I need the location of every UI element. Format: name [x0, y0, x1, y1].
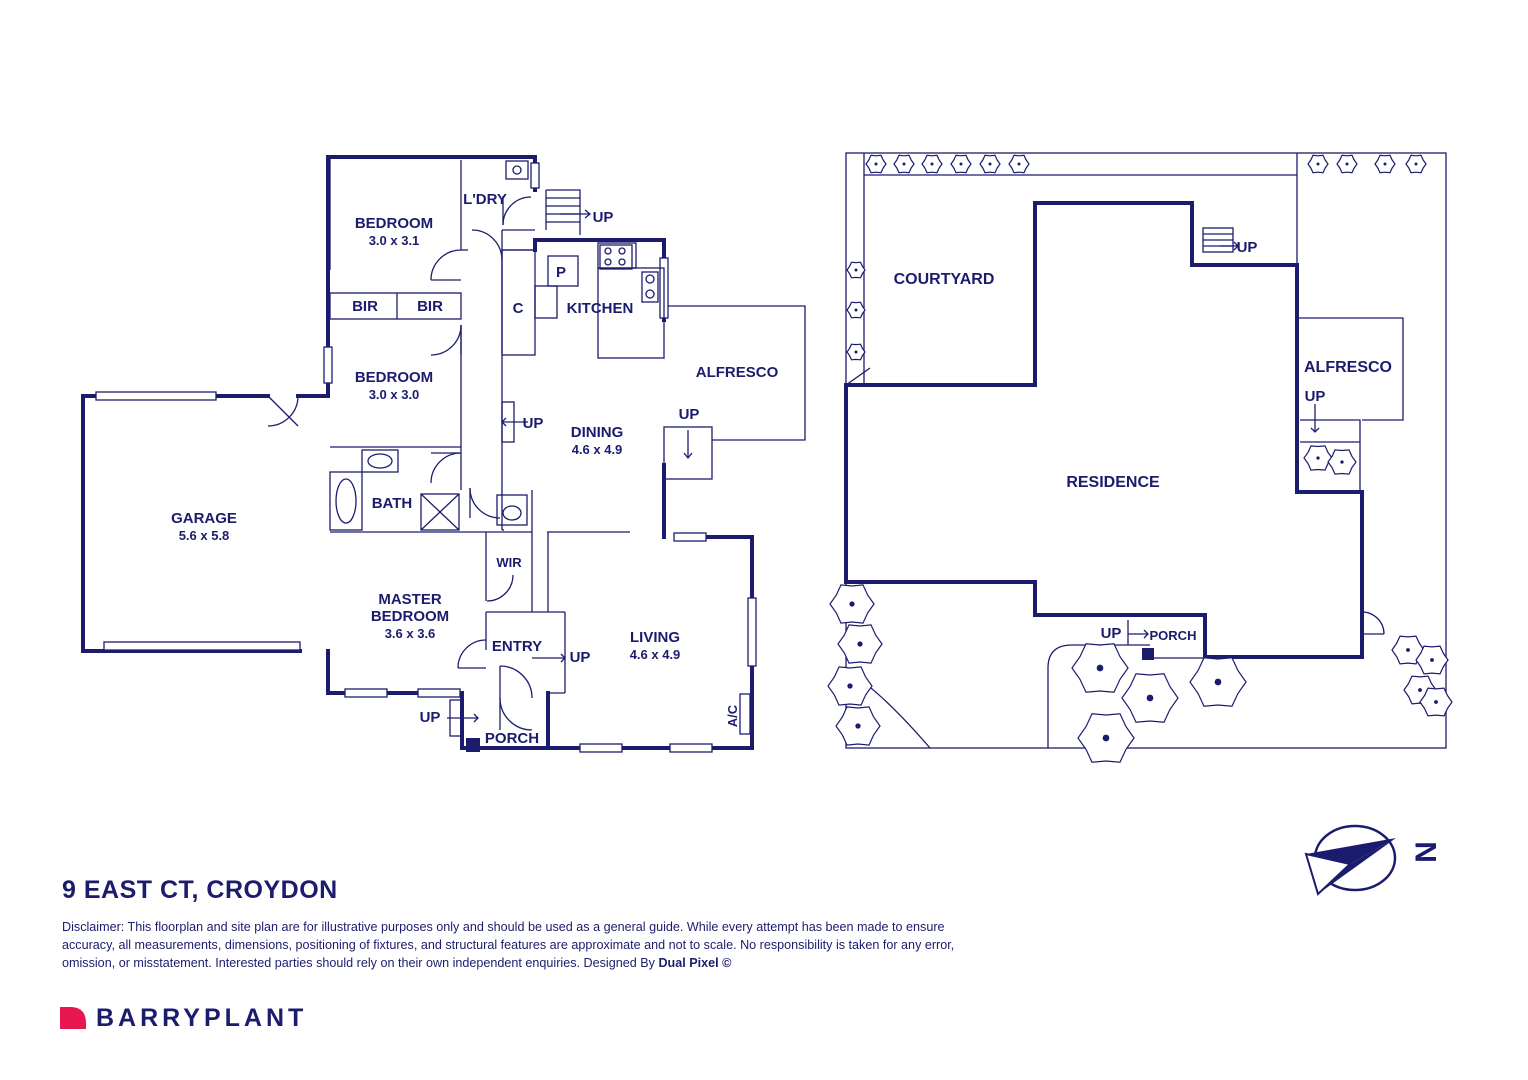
tree-icon [865, 154, 887, 174]
tree-icon [1121, 673, 1179, 723]
property-address: 9 EAST CT, CROYDON [62, 876, 338, 904]
brand-mark-icon [60, 1007, 86, 1029]
bir1-label: BIR [352, 298, 378, 315]
floor-plan: BEDROOM 3.0 x 3.1 L'DRY UP BIR BIR C P K… [81, 155, 806, 753]
tree-icon [827, 666, 873, 706]
master-label-2: BEDROOM [371, 608, 449, 625]
dining-label: DINING [571, 424, 624, 441]
tree-icon [1327, 449, 1357, 475]
doors [430, 229, 533, 731]
disclaimer-text: Disclaimer: This floorplan and site plan… [62, 920, 955, 970]
tree-icon [1008, 154, 1030, 174]
site-porch-label: PORCH [1150, 628, 1197, 643]
ac-label: A/C [725, 704, 740, 727]
bath-label: BATH [372, 495, 413, 512]
laundry-and-stairs [502, 160, 592, 235]
residence-label: RESIDENCE [1066, 474, 1160, 491]
entry-up-label: UP [570, 649, 591, 666]
garage-label: GARAGE [171, 510, 237, 527]
windows [323, 162, 757, 753]
stairs-up-label-1: UP [593, 209, 614, 226]
tree-icon [921, 154, 943, 174]
tree-icon [950, 154, 972, 174]
laundry-label: L'DRY [463, 191, 507, 208]
designer-credit: Dual Pixel © [658, 956, 732, 970]
tree-icon [1077, 713, 1135, 763]
tree-icon [837, 624, 883, 664]
tree-icon [1336, 154, 1358, 174]
tree-icon [1405, 154, 1427, 174]
tree-icon [829, 584, 875, 624]
tree-icon [1374, 154, 1396, 174]
master-label-1: MASTER [378, 591, 442, 608]
dining-up-label: UP [523, 415, 544, 432]
alfresco-outline [447, 305, 806, 752]
tree-icon [1189, 657, 1247, 707]
tree-icon [1303, 445, 1333, 471]
garage-dims: 5.6 x 5.8 [179, 528, 230, 543]
alfresco-label: ALFRESCO [696, 364, 779, 381]
tree-icon [1415, 645, 1449, 675]
site-porch-up-label: UP [1101, 625, 1122, 642]
bir2-label: BIR [417, 298, 443, 315]
tree-icon [1391, 635, 1425, 665]
tree-icon [1071, 643, 1129, 693]
bedroom2-dims: 3.0 x 3.0 [369, 387, 420, 402]
disclaimer: Disclaimer: This floorplan and site plan… [62, 918, 972, 972]
bath-fixtures [329, 449, 528, 531]
north-compass-icon: N [1304, 824, 1440, 896]
tree-icon [1307, 154, 1329, 174]
tree-icon [846, 261, 866, 279]
garage-outline [81, 391, 330, 695]
residence-outline [844, 201, 1364, 659]
site-stairs [1202, 227, 1239, 253]
master-dims: 3.6 x 3.6 [385, 626, 436, 641]
tree-icon [1419, 687, 1453, 717]
compass-letter: N [1410, 841, 1440, 863]
bedroom2-label: BEDROOM [355, 369, 433, 386]
living-label: LIVING [630, 629, 680, 646]
wir-label: WIR [496, 555, 522, 570]
courtyard-label: COURTYARD [894, 271, 995, 288]
tree-icon [846, 301, 866, 319]
internal-walls [329, 157, 665, 694]
brand-name: BARRYPLANT [96, 1003, 308, 1032]
brand-logo: BARRYPLANT [60, 1002, 307, 1034]
tree-icon [846, 343, 866, 361]
alfresco-up-label: UP [679, 406, 700, 423]
cupboard-label: C [513, 300, 524, 317]
site-alfresco-up-label: UP [1305, 388, 1326, 405]
site-plan: COURTYARD UP ALFRESCO UP RESIDENCE UP PO… [827, 152, 1453, 763]
porch-up-label: UP [420, 709, 441, 726]
kitchen-label: KITCHEN [567, 300, 634, 317]
tree-icon [835, 706, 881, 746]
pantry-label: P [556, 264, 566, 281]
porch-label: PORCH [485, 730, 539, 747]
kitchen-fixtures [599, 244, 659, 303]
bedroom1-label: BEDROOM [355, 215, 433, 232]
entry-label: ENTRY [492, 638, 542, 655]
site-stairs-up-label: UP [1237, 239, 1258, 256]
tree-icon [893, 154, 915, 174]
site-alfresco-label: ALFRESCO [1304, 359, 1392, 376]
trees [827, 154, 1453, 763]
dining-dims: 4.6 x 4.9 [572, 442, 623, 457]
bedroom1-dims: 3.0 x 3.1 [369, 233, 420, 248]
tree-icon [979, 154, 1001, 174]
living-dims: 4.6 x 4.9 [630, 647, 681, 662]
